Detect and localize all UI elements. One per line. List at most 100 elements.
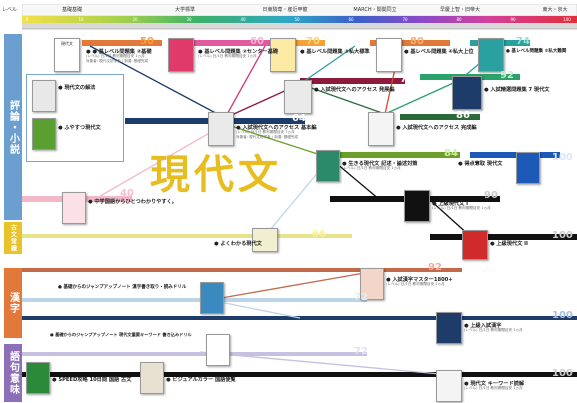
level-scale-number: 60 xyxy=(348,17,354,22)
level-scale-number: 40 xyxy=(240,17,246,22)
bar-kanji1800 xyxy=(22,268,462,272)
level-scale-number: 20 xyxy=(132,17,138,22)
book-title: 上級入試漢字 xyxy=(464,322,501,329)
book-title: 基レベル問題集 ⑤私大難関 xyxy=(506,48,567,54)
book-title: 現代文の解法 xyxy=(58,84,95,91)
book-title: 中学国語からひとつわかりやすく。 xyxy=(88,198,177,205)
book-title: ビジュアルカラー 国語便覧 xyxy=(166,376,235,383)
level-number: 40 xyxy=(120,188,134,199)
book-cover-kanji-drill[interactable] xyxy=(200,282,224,314)
book-meta: 対象者: 現代文初学者 / 到達: 基礎完成 xyxy=(86,59,149,63)
book-title: 基レベル問題集 ④私大上位 xyxy=(404,48,473,55)
main-title: 現代文 xyxy=(150,151,282,198)
level-number: 92 xyxy=(500,70,514,81)
level-number: 72 xyxy=(354,292,368,303)
bar-access-comp xyxy=(400,114,480,120)
category-label: 語句意味 xyxy=(7,351,19,395)
level-number: 100 xyxy=(552,310,573,321)
category-classics: 古文常識 xyxy=(4,222,22,254)
book-meta: (レベル) 日/1日 教材期間目安 1ヵ月 xyxy=(86,54,145,58)
category-label: 評論・小説 xyxy=(7,99,19,155)
book-cover-junior[interactable] xyxy=(62,192,86,224)
book-title: 生きる現代文 記述・論述対策 xyxy=(342,160,417,167)
level-number: 72 xyxy=(354,346,368,357)
level-range-label: 大学標準 xyxy=(174,7,195,13)
book-cover-mid[interactable] xyxy=(270,38,296,72)
level-number: 66 xyxy=(312,229,326,240)
category-label: 漢字 xyxy=(7,292,19,314)
level-number: 100 xyxy=(552,368,573,379)
category-label: 古文常識 xyxy=(9,224,17,252)
level-range-label: 基礎基礎 xyxy=(61,7,82,13)
level-scale-number: 70 xyxy=(402,17,408,22)
level-scale-number: 50 xyxy=(294,17,300,22)
book-cover-benran[interactable] xyxy=(140,362,164,394)
book-cover-center[interactable] xyxy=(168,38,194,72)
level-range-label: MARCH・関関同立 xyxy=(353,7,397,13)
book-meta: (レベル) 日/1日 教材期間目安 1ヵ月 xyxy=(464,386,523,390)
bar-upper xyxy=(370,40,450,46)
category-vocab: 語句意味 xyxy=(4,344,22,402)
book-cover-seisen[interactable] xyxy=(452,76,482,110)
book-title: 入試現代文へのアクセス 発展編 xyxy=(314,86,394,93)
book-cover-jokyu2[interactable] xyxy=(462,230,488,260)
level-number: 74 xyxy=(516,36,530,47)
book-title: 上級現代文 II xyxy=(490,240,528,247)
level-scale-number: 100 xyxy=(563,17,571,22)
book-title: 入試現代文へのアクセス 基本編 xyxy=(236,124,316,131)
book-title: 得点奪取 現代文 xyxy=(458,160,502,167)
book-meta: (レベル) 日/1日 教材期間目安 1ヵ月 xyxy=(236,130,295,134)
book-title: ● 基レベル問題集 ②基礎 xyxy=(86,48,151,55)
level-number: 100 xyxy=(552,230,573,241)
book-cover-jokyu1[interactable] xyxy=(404,190,430,222)
book-cover-kanji-upper[interactable] xyxy=(436,312,462,344)
book-cover-access-comp[interactable] xyxy=(368,112,394,146)
bar-tokuten xyxy=(470,152,560,158)
bar-access-dev xyxy=(300,78,405,84)
book-cover-kanji1800[interactable] xyxy=(360,268,384,300)
book-title: よくわかる現代文 xyxy=(214,240,262,247)
book-meta: (レベル) 日/1日 教材期間目安 1ヵ月 xyxy=(432,206,491,210)
book-title: ふやすつ現代文 xyxy=(58,124,100,131)
book-title: SPEED攻略 10日間 国語 古文 xyxy=(52,376,131,383)
book-meta: 対象者: 現代文初学者 / 到達: 基礎完成 xyxy=(236,135,299,139)
level-number: 78 xyxy=(400,74,414,85)
book-cover-fuyasu[interactable] xyxy=(32,118,56,150)
level-number: 92 xyxy=(428,262,442,273)
level-scale-number: 80 xyxy=(456,17,462,22)
level-scale-number: 90 xyxy=(510,17,516,22)
book-cover-kaiho[interactable] xyxy=(32,80,56,112)
book-cover-basic[interactable]: 現代文 xyxy=(54,38,80,72)
bar-keyword-read xyxy=(22,372,577,377)
book-cover-essay[interactable] xyxy=(316,150,340,182)
level-number: 64 xyxy=(292,113,306,124)
corner-label: レベル xyxy=(2,7,18,13)
book-title: 基礎からのジャンプアップノート 漢字書き取り・読みドリル xyxy=(58,284,187,290)
book-cover-keyword-read[interactable] xyxy=(436,370,462,402)
book-title: 基礎からのジャンプアップノート 現代文重要キーワード 書き込みドリル xyxy=(50,332,192,338)
level-number: 60 xyxy=(250,36,264,47)
level-scale-number: 10 xyxy=(78,17,84,22)
bar-keyword-drill xyxy=(22,352,367,356)
bar-yokuwakaru xyxy=(22,234,352,238)
level-number: 86 xyxy=(456,110,470,121)
book-title: 基レベル問題集 ②センター基礎 xyxy=(198,48,278,55)
book-title: 入試精選問題集 7 現代文 xyxy=(484,86,549,93)
book-title: 入試現代文へのアクセス 完成編 xyxy=(396,124,476,131)
book-cover-upper[interactable] xyxy=(376,38,402,72)
bar-basic xyxy=(82,40,162,46)
level-number: 84 xyxy=(444,148,458,159)
book-cover-access-dev[interactable] xyxy=(284,80,312,114)
book-cover-access-basic[interactable] xyxy=(208,112,234,146)
level-number: 100 xyxy=(552,152,573,163)
book-cover-tokuten[interactable] xyxy=(516,152,540,184)
level-range-label: 東大・京大 xyxy=(542,7,568,13)
bar-kanji-drill xyxy=(22,298,367,302)
book-meta: (レベル) 日/1日 教材期間目安 1ヵ月 xyxy=(386,282,445,286)
level-number: 90 xyxy=(484,190,498,201)
book-cover-keyword-drill[interactable] xyxy=(206,334,230,366)
book-cover-top[interactable] xyxy=(478,38,504,72)
book-cover-speed[interactable] xyxy=(26,362,50,394)
level-range-label: 早慶上智・旧帝大 xyxy=(439,7,480,13)
